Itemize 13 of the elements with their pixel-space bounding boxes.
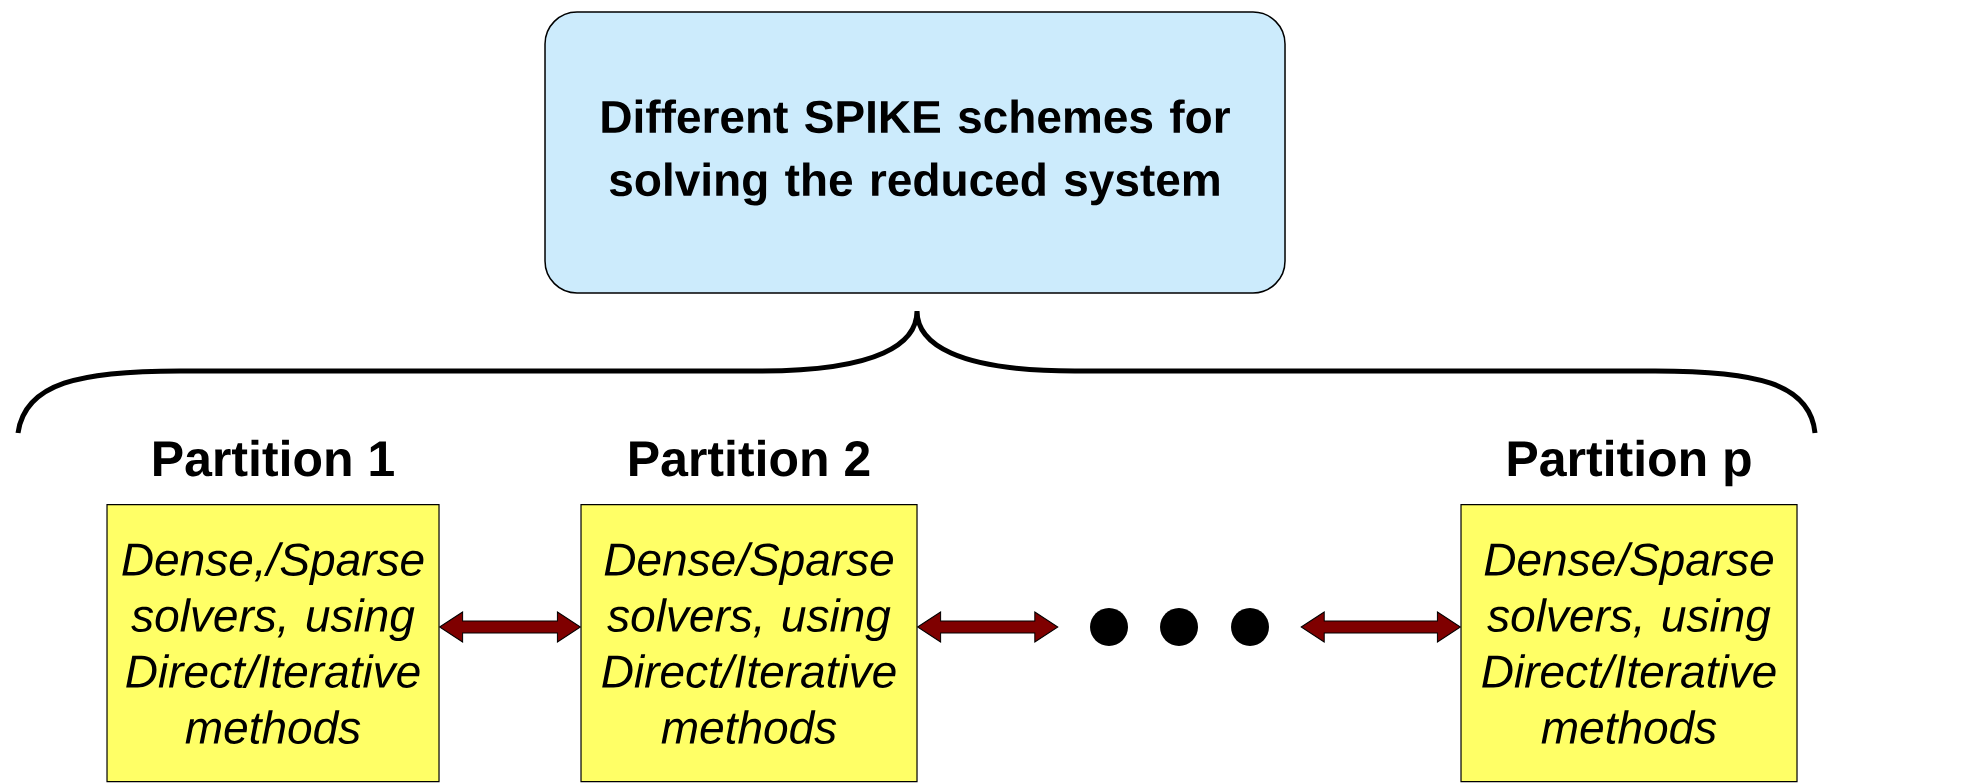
partition-heading: Partition 1 bbox=[154, 439, 394, 477]
title-box: Different SPIKE schemes for solving the reduced system bbox=[544, 11, 1286, 294]
solver-box: Dense,/Sparse solvers, using Direct/Iterative methods bbox=[106, 504, 440, 783]
partition-heading: Partition p bbox=[1508, 439, 1751, 487]
dot bbox=[1090, 608, 1128, 646]
double-arrow bbox=[439, 611, 581, 643]
dot bbox=[1231, 608, 1269, 646]
dot bbox=[1160, 608, 1198, 646]
solver-box: Dense/Sparse solvers, using Direct/Iterative methods bbox=[1460, 504, 1798, 783]
double-arrow bbox=[917, 611, 1059, 643]
double-arrow bbox=[1300, 611, 1461, 643]
partition-heading: Partition 2 bbox=[630, 439, 870, 477]
solver-box: Dense/Sparse solvers, using Direct/Iterative methods bbox=[580, 504, 918, 783]
